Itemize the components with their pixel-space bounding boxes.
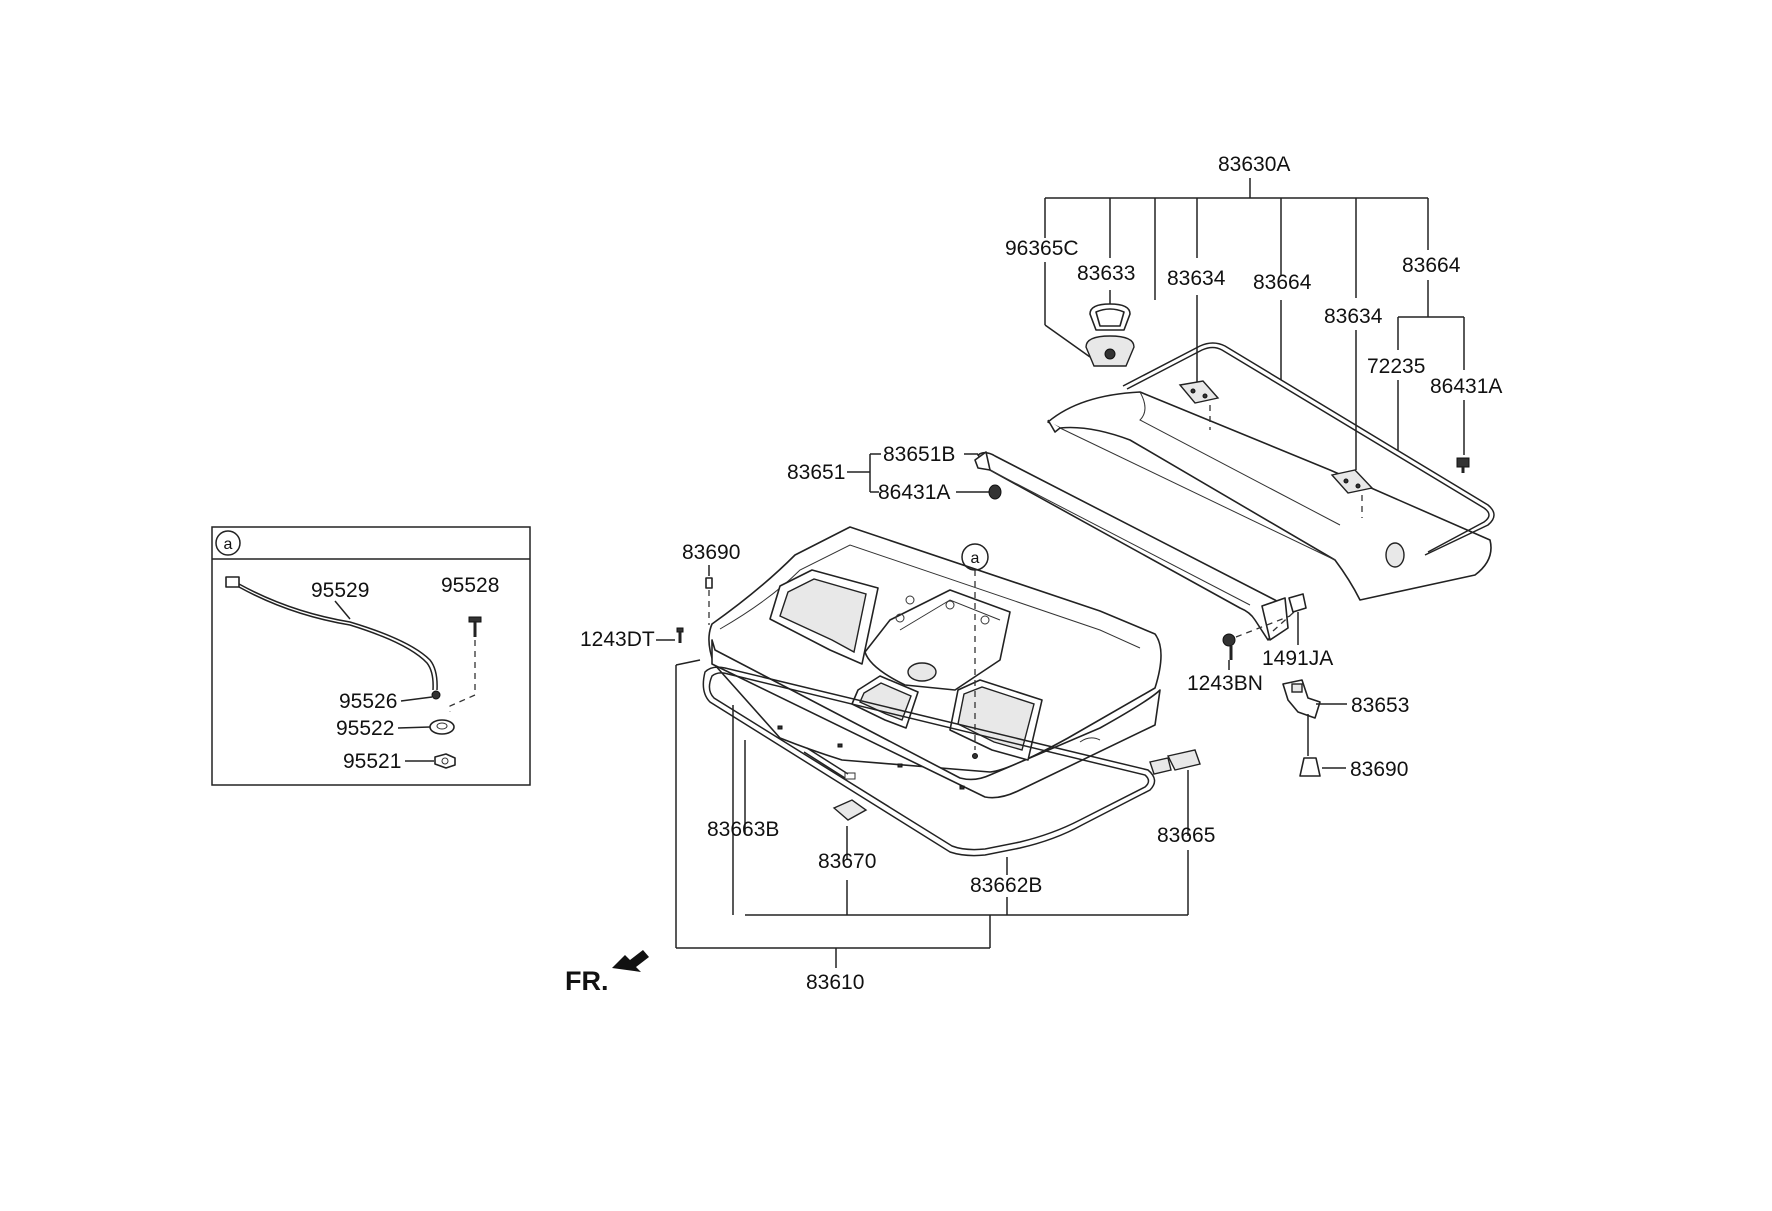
upper-trim-part <box>1047 380 1492 601</box>
weather-strip-part <box>1122 342 1495 556</box>
label-83633: 83633 <box>1077 262 1135 285</box>
label-83690-right: 83690 <box>1350 758 1408 781</box>
grommet-part <box>429 719 455 735</box>
label-95526: 95526 <box>339 690 397 713</box>
group-83630A: 83630A 96365C 83633 83634 83664 83634 83… <box>1005 153 1502 470</box>
label-1491JA: 1491JA <box>1262 647 1333 670</box>
label-83610: 83610 <box>806 971 864 994</box>
label-83670: 83670 <box>818 850 876 873</box>
front-indicator: FR. <box>565 950 649 996</box>
label-86431A-top: 86431A <box>1430 375 1502 398</box>
label-86431A-mid: 86431A <box>878 481 950 504</box>
nut-part <box>434 753 456 769</box>
label-83690-left: 83690 <box>682 541 740 564</box>
label-83634-left: 83634 <box>1167 267 1226 290</box>
parcel-shelf-part <box>708 526 1162 799</box>
detail-box-a: a 95529 95528 95526 95522 95521 <box>211 526 531 786</box>
bumper-83690-right-part <box>1299 757 1321 777</box>
label-72235: 72235 <box>1367 355 1425 378</box>
label-83665: 83665 <box>1157 824 1215 847</box>
label-95521: 95521 <box>343 750 401 773</box>
label-83651: 83651 <box>787 461 845 484</box>
label-95522: 95522 <box>336 717 394 740</box>
label-83664-mid: 83664 <box>1253 271 1312 294</box>
label-83651B: 83651B <box>883 443 955 466</box>
front-indicator-label: FR. <box>565 966 609 996</box>
label-96365C: 96365C <box>1005 237 1079 260</box>
front-arrow-icon <box>612 950 649 972</box>
label-83663B: 83663B <box>707 818 779 841</box>
label-95528: 95528 <box>441 574 499 597</box>
bolt-part <box>468 616 482 637</box>
label-1243BN: 1243BN <box>1187 672 1263 695</box>
group-83651: 83651 83651B 86431A <box>787 443 990 504</box>
frame-strip-part <box>702 666 1201 857</box>
clip-1491JA-part <box>1288 593 1307 613</box>
screw-1243DT-part <box>676 627 684 643</box>
bottom-leaders <box>675 659 1189 968</box>
bracket-83653-part <box>1282 679 1321 719</box>
clip-part-mid <box>988 484 1002 500</box>
label-83662B: 83662B <box>970 874 1042 897</box>
trim-strip-part <box>974 451 1289 641</box>
emblem-parts <box>1085 303 1135 367</box>
wire-harness-part <box>225 576 441 700</box>
bumper-83690-left-part <box>705 577 713 589</box>
label-83653: 83653 <box>1351 694 1409 717</box>
callout-a: a <box>961 543 989 759</box>
screw-1243BN-part <box>1222 633 1236 660</box>
label-1243DT: 1243DT <box>580 628 655 651</box>
label-83630A: 83630A <box>1218 153 1290 176</box>
detail-box-circle-label: a <box>224 536 233 553</box>
label-83664-right: 83664 <box>1402 254 1461 277</box>
callout-a-label: a <box>971 550 980 567</box>
label-83634-right: 83634 <box>1324 305 1383 328</box>
label-95529: 95529 <box>311 579 369 602</box>
clip-part-top <box>1456 457 1470 473</box>
